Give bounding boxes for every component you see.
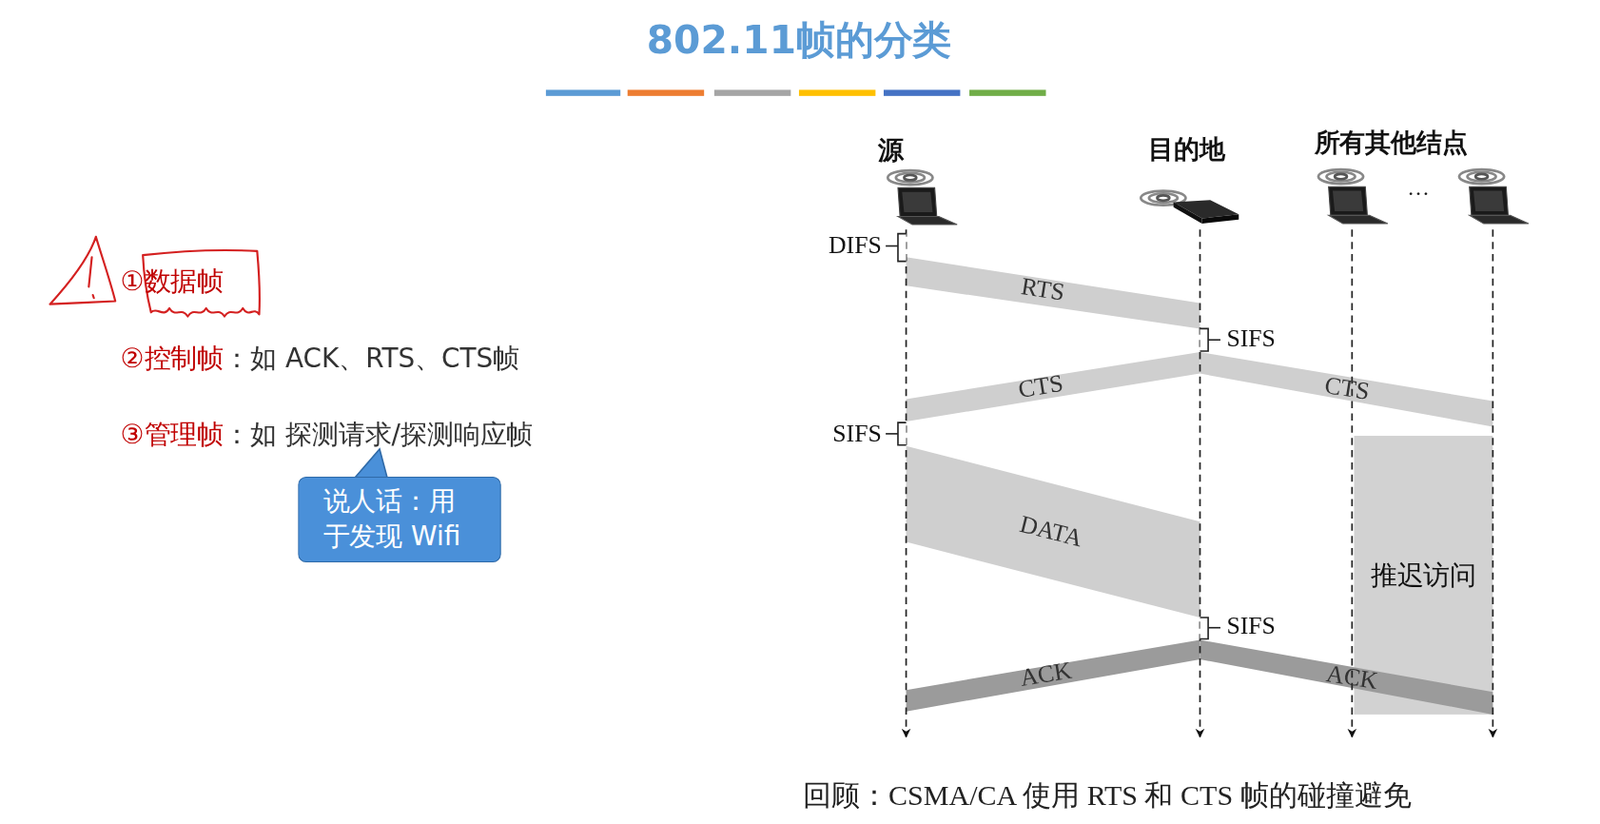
router-icon bbox=[1173, 199, 1240, 224]
wifi-symbol bbox=[1459, 169, 1504, 184]
laptop-icon bbox=[1469, 186, 1529, 224]
red-annotation bbox=[50, 236, 260, 317]
defer-box: 推迟访问 bbox=[1353, 435, 1493, 715]
frame-type: ①数据帧 bbox=[120, 266, 225, 297]
interval-label: SIFS bbox=[832, 419, 882, 449]
interval-label: SIFS bbox=[1226, 324, 1276, 353]
callout-pointer bbox=[352, 448, 388, 480]
frame-type: ②控制帧 bbox=[120, 344, 225, 375]
page-title: 802.11帧的分类 bbox=[646, 18, 952, 63]
figure-caption: 回顾：CSMA/CA 使用 RTS 和 CTS 帧的碰撞避免 bbox=[802, 779, 1412, 813]
node-text: 说人话：用于发现 Wifi bbox=[323, 485, 477, 555]
column-header: 源 bbox=[878, 136, 904, 166]
laptop-icon bbox=[1328, 186, 1388, 224]
frame-bands bbox=[906, 256, 1494, 715]
color-bars bbox=[546, 89, 1047, 96]
callout-bubble: 说人话：用于发现 Wifi bbox=[297, 476, 501, 563]
device-icons bbox=[887, 169, 1529, 225]
frame-examples: ：如 ACK、RTS、CTS帧 bbox=[223, 344, 520, 375]
ellipsis: … bbox=[1406, 175, 1430, 201]
laptop-icon bbox=[897, 187, 957, 225]
timelines bbox=[906, 229, 1494, 737]
interval-label: DIFS bbox=[828, 232, 882, 261]
column-header: 目的地 bbox=[1148, 135, 1225, 165]
frame-type: ③管理帧 bbox=[120, 419, 225, 450]
frame-label: CTS bbox=[1016, 369, 1066, 405]
interval-brackets bbox=[885, 234, 1221, 640]
frame-examples: ：如 探测请求/探测响应帧 bbox=[223, 419, 533, 450]
wifi-symbol bbox=[1318, 169, 1364, 184]
wifi-symbol bbox=[887, 170, 933, 185]
node-text: 推迟访问 bbox=[1370, 557, 1478, 592]
column-header: 所有其他结点 bbox=[1314, 129, 1468, 159]
frame-label: ACK bbox=[1017, 656, 1074, 693]
interval-label: SIFS bbox=[1226, 612, 1276, 642]
frame-label: CTS bbox=[1322, 370, 1371, 407]
